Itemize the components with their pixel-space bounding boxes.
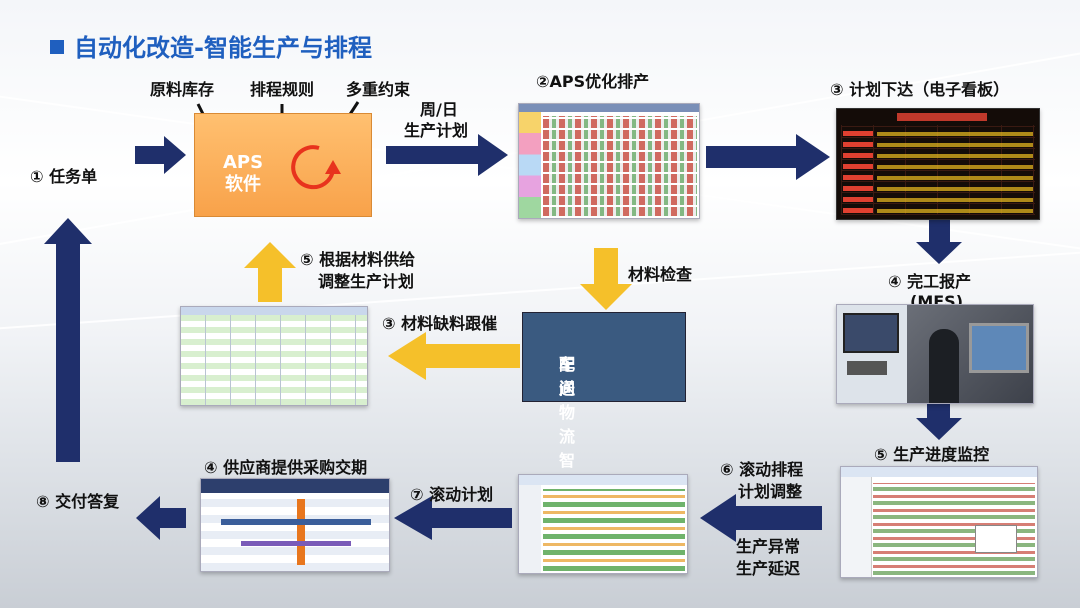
- label-progress-monitor: ⑤ 生产进度监控: [874, 445, 989, 465]
- label-exception: 生产异常: [736, 537, 800, 557]
- label-weekly-line2: 生产计划: [404, 121, 468, 141]
- label-rolling-plan: ⑦ 滚动计划: [410, 485, 493, 505]
- arrow-shortage: [388, 332, 520, 380]
- label-task-order: ① 任务单: [30, 167, 97, 187]
- logistics-line2: 配送: [559, 353, 575, 401]
- label-aps-optimize: ②APS优化排产: [536, 72, 649, 92]
- label-adjust-2: 调整生产计划: [318, 272, 414, 292]
- rolling-plan-screenshot: [518, 474, 688, 574]
- supplier-schedule-screenshot: [200, 478, 390, 572]
- arrow-feedback-up: [44, 218, 92, 462]
- label-delay: 生产延迟: [736, 559, 800, 579]
- label-material-check: 材料检查: [628, 265, 692, 285]
- label-constraints: 多重约束: [346, 80, 410, 100]
- label-completion: ④ 完工报产: [888, 272, 971, 292]
- label-adjust-1: ⑤ 根据材料供给: [300, 250, 415, 270]
- label-plan-issue: ③ 计划下达（电子看板）: [830, 80, 1009, 100]
- logistics-box: 车间物流智能配送: [522, 312, 686, 402]
- refresh-cycle-icon: [195, 114, 371, 216]
- electronic-board-screenshot: [836, 108, 1040, 220]
- arrow-task-to-aps: [135, 136, 186, 174]
- label-weekly-line1: 周/日: [420, 100, 458, 120]
- label-shortage-followup: ③ 材料缺料跟催: [382, 314, 497, 334]
- label-delivery-reply: ⑧ 交付答复: [36, 492, 119, 512]
- label-scheduling-rules: 排程规则: [250, 80, 314, 100]
- aps-schedule-screenshot: [518, 103, 700, 219]
- arrow-supplier-to-delivery: [136, 496, 186, 540]
- arrow-board-to-mes: [916, 220, 962, 264]
- arrow-mes-to-monitor: [916, 403, 962, 440]
- label-supplier-delivery: ④ 供应商提供采购交期: [204, 458, 367, 478]
- progress-monitor-screenshot: [840, 466, 1038, 578]
- arrow-schedule-to-board: [706, 134, 830, 180]
- label-raw-stock: 原料库存: [150, 80, 214, 100]
- label-rolling-adjust-2: 计划调整: [738, 482, 802, 502]
- arrow-material-check: [580, 248, 632, 310]
- arrow-adjust-plan: [244, 242, 296, 302]
- label-rolling-adjust-1: ⑥ 滚动排程: [720, 460, 803, 480]
- mes-photo: [836, 304, 1034, 404]
- shortage-list-screenshot: [180, 306, 368, 406]
